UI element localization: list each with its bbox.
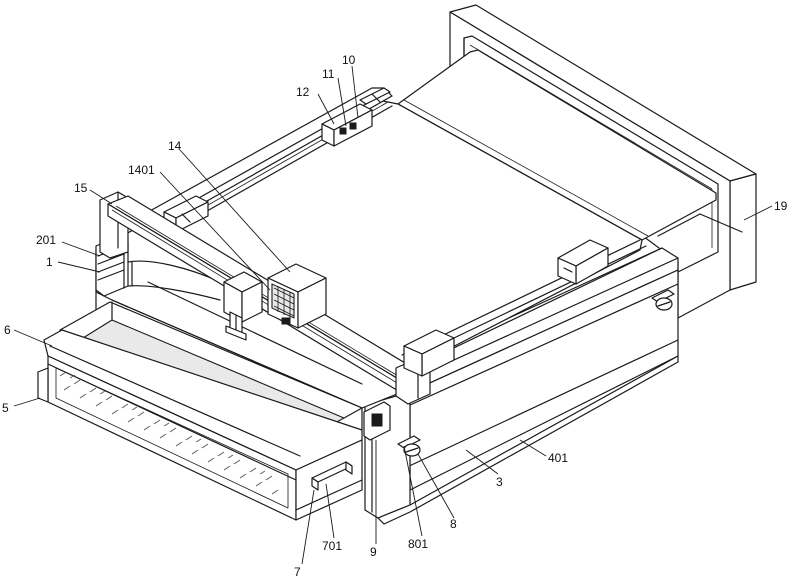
label-8: 8 bbox=[450, 517, 457, 531]
label-14: 14 bbox=[168, 139, 182, 153]
label-11: 11 bbox=[322, 67, 335, 81]
label-9: 9 bbox=[370, 545, 377, 559]
label-401: 401 bbox=[548, 451, 568, 465]
label-1: 1 bbox=[46, 255, 53, 269]
label-19: 19 bbox=[774, 199, 788, 213]
label-3: 3 bbox=[496, 475, 503, 489]
label-7: 7 bbox=[294, 565, 301, 579]
label-12: 12 bbox=[296, 85, 310, 99]
label-5: 5 bbox=[2, 401, 9, 415]
label-701: 701 bbox=[322, 539, 342, 553]
label-801: 801 bbox=[408, 537, 428, 551]
tool-head bbox=[268, 264, 326, 328]
label-6: 6 bbox=[4, 323, 11, 337]
label-201: 201 bbox=[36, 233, 56, 247]
label-1401: 1401 bbox=[128, 163, 155, 177]
label-15: 15 bbox=[74, 181, 88, 195]
label-10: 10 bbox=[342, 53, 356, 67]
